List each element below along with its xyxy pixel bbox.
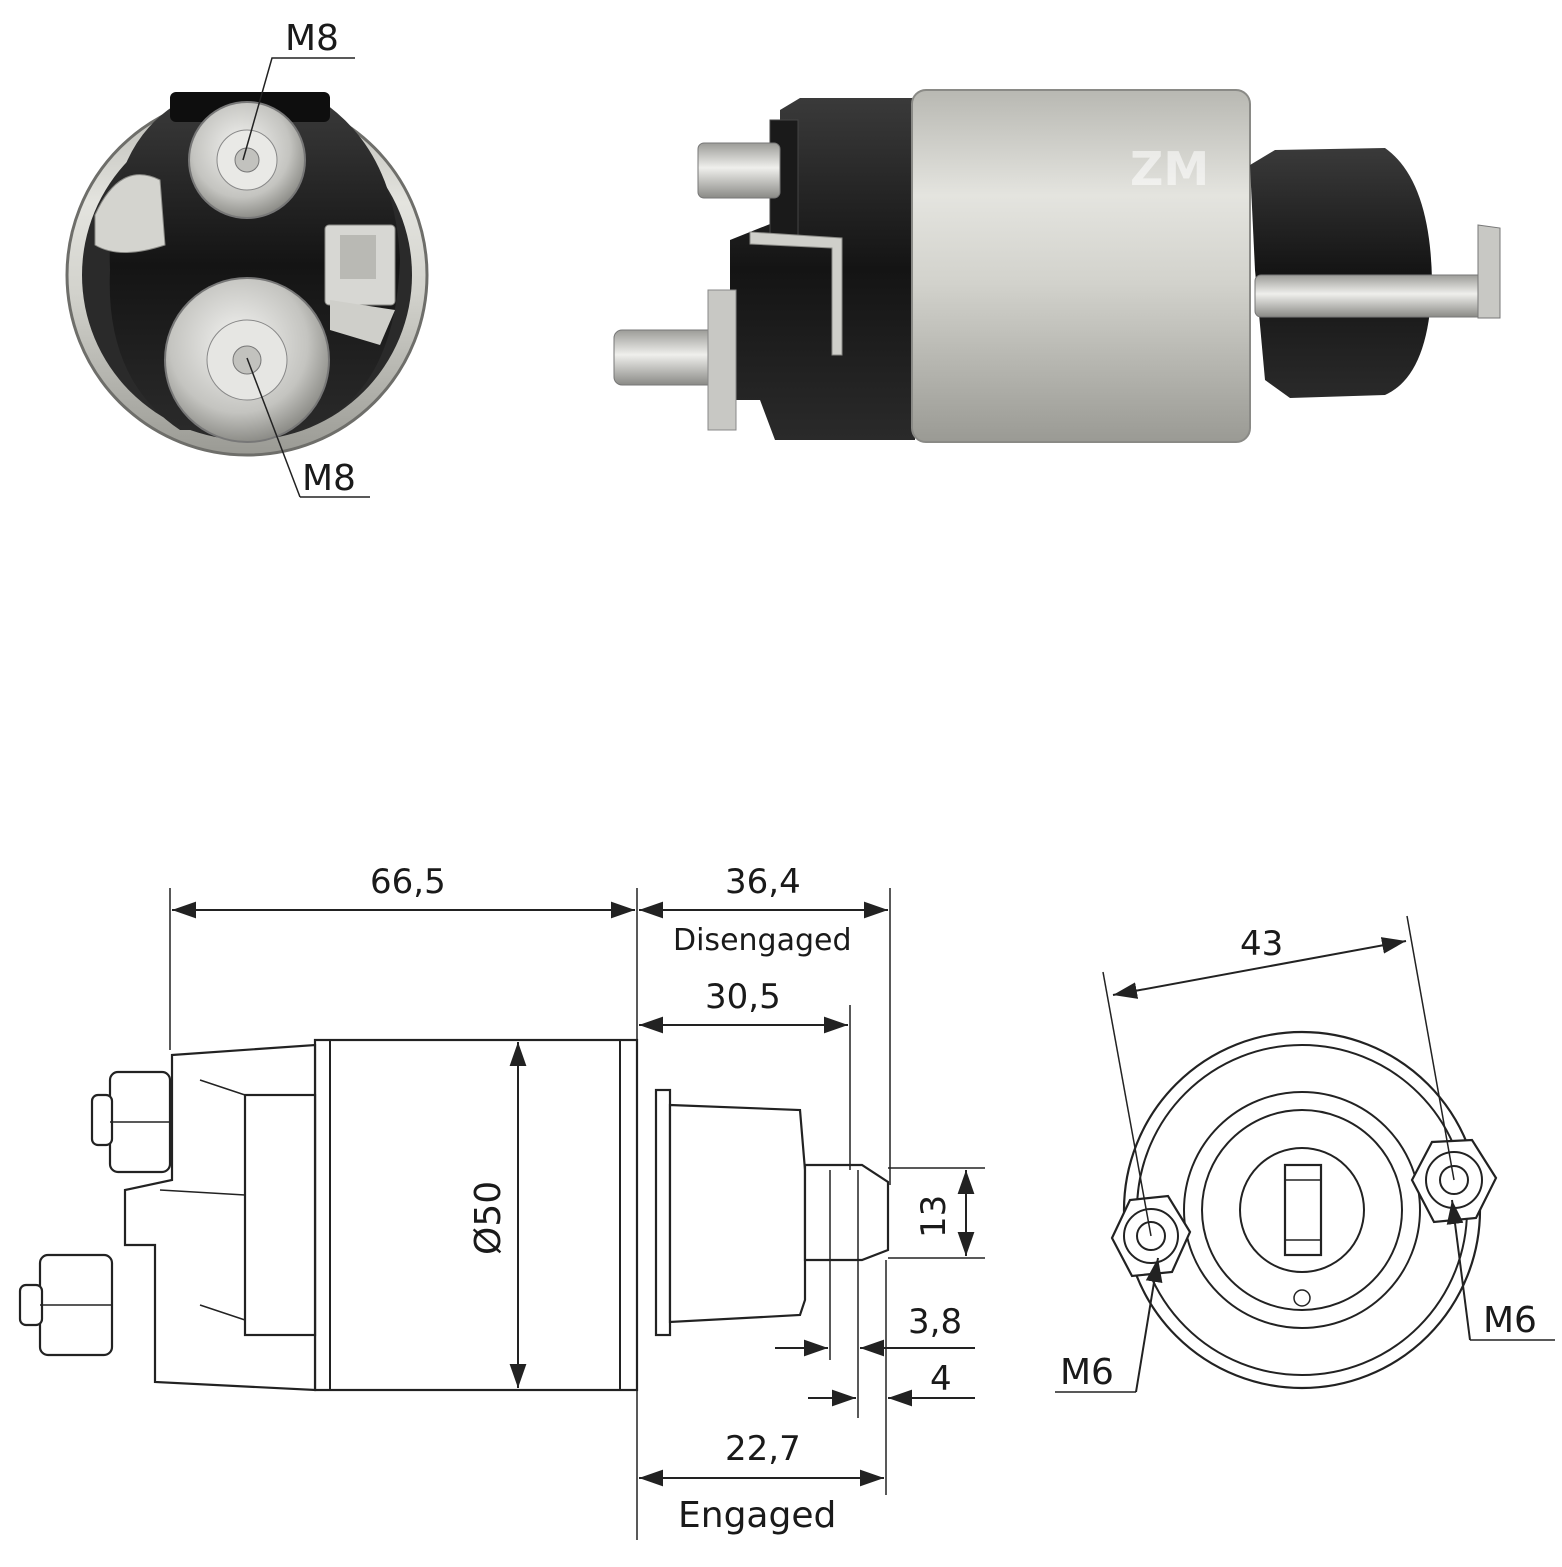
can-outline	[313, 1038, 639, 1392]
dim-gap-a: 3,8	[908, 1302, 962, 1342]
watermark-text: ZM	[1130, 142, 1209, 196]
drawing-side-view: 66,5 36,4 Disengaged 30,5 Ø50 13 3,8 4 2…	[18, 862, 985, 1540]
dim-hook-height: 13	[914, 1195, 954, 1238]
disengaged-label: Disengaged	[673, 923, 852, 958]
dim-engaged-length: 22,7	[725, 1429, 801, 1469]
drawing-end-view: 43 M6 M6	[1055, 915, 1555, 1393]
front-thread-bottom-label: M8	[302, 458, 356, 499]
top-stud-icon	[697, 142, 781, 199]
dim-gap-b: 4	[930, 1359, 952, 1399]
photo-front-face: M8 M8	[65, 18, 429, 499]
dim-disengaged-length: 36,4	[725, 862, 801, 902]
dim-overall-length: 66,5	[370, 862, 446, 902]
plunger-rod-icon	[1254, 274, 1486, 318]
dim-diameter: Ø50	[468, 1181, 509, 1255]
end-thread-right-label: M6	[1483, 1300, 1537, 1341]
housing-can	[911, 89, 1251, 443]
dim-mount-spacing: 43	[1240, 924, 1283, 964]
end-thread-left-label: M6	[1060, 1352, 1114, 1393]
front-thread-top-label: M8	[285, 18, 339, 59]
photo-side-view: ZM	[613, 89, 1501, 443]
dim-stroke-length: 30,5	[705, 977, 781, 1017]
engaged-label: Engaged	[678, 1495, 836, 1536]
